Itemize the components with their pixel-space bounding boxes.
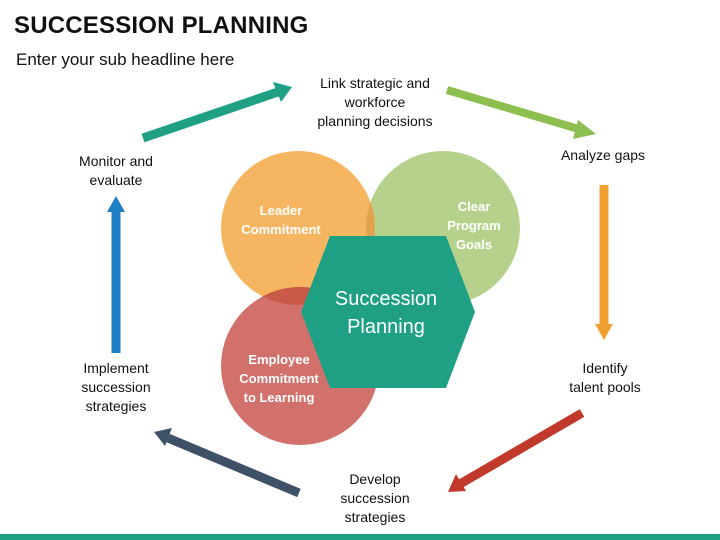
arrow-link-to-analyze xyxy=(445,86,596,139)
arrow-monitor-to-link xyxy=(141,82,292,143)
goals-label-line: Program xyxy=(447,218,500,233)
step-link-strategic: Link strategic and workforce planning de… xyxy=(317,75,433,129)
center-hexagon xyxy=(301,236,475,388)
arrow-analyze-to-identify xyxy=(595,185,613,340)
goals-label-line: Goals xyxy=(456,237,492,252)
center-label-line: Succession xyxy=(335,288,437,310)
bottom-accent-bar xyxy=(0,534,720,540)
page-subtitle: Enter your sub headline here xyxy=(16,50,235,69)
employee-label-line: Employee xyxy=(248,352,309,367)
center-label-line: Planning xyxy=(347,316,425,338)
employee-label-line: to Learning xyxy=(244,390,315,405)
step-analyze-gaps: Analyze gaps xyxy=(560,147,646,163)
step-monitor-evaluate: Monitor and evaluate xyxy=(79,153,153,188)
employee-label-line: Commitment xyxy=(239,371,319,386)
arrow-implement-to-monitor xyxy=(107,196,125,353)
leader-label-line: Commitment xyxy=(241,222,321,237)
goals-label-line: Clear xyxy=(458,199,491,214)
arrow-develop-to-implement xyxy=(154,428,301,498)
step-implement-strategies: Implement succession strategies xyxy=(81,360,151,414)
leader-label-line: Leader xyxy=(260,203,303,218)
step-identify-talent-pools: Identify talent pools xyxy=(569,360,641,395)
step-develop-strategies: Develop succession strategies xyxy=(340,471,410,525)
page-title: SUCCESSION PLANNING xyxy=(14,12,309,39)
arrow-identify-to-develop xyxy=(448,409,585,492)
